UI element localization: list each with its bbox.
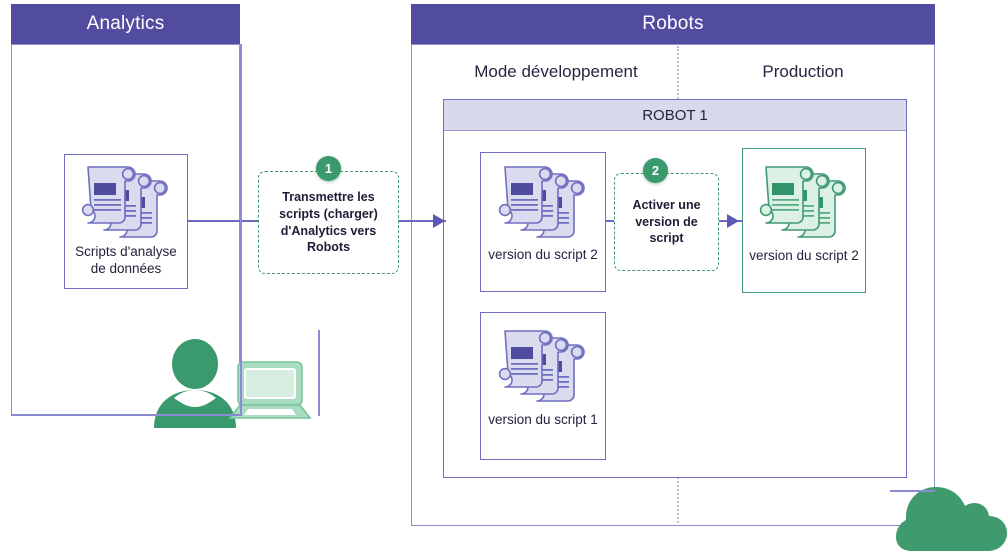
step-2-number: 2 (651, 163, 660, 178)
card-script-v1-dev-label: version du script 1 (488, 412, 598, 427)
analytics-panel-bottom-edge (11, 414, 241, 416)
arrow-step2-to-production (727, 214, 739, 228)
user-person-icon (150, 338, 240, 433)
triple-document-scroll-icon (493, 325, 593, 412)
analytics-panel-header: Analytics (11, 4, 240, 44)
triple-document-scroll-icon (754, 161, 854, 248)
arrow-step1-to-robots (433, 214, 445, 228)
robots-panel-title: Robots (642, 13, 704, 34)
card-script-v2-prod[interactable]: version du script 2 (742, 148, 866, 293)
card-script-v2-dev[interactable]: version du script 2 (480, 152, 606, 292)
robot-1-label: ROBOT 1 (642, 106, 708, 124)
column-caption-development: Mode développement (474, 62, 638, 81)
step-2-text: Activer une version de script (632, 197, 701, 246)
card-label-line-2: de données (90, 260, 162, 276)
card-script-v2-dev-label: version du script 2 (488, 247, 598, 262)
robot-1-band: ROBOT 1 (444, 100, 906, 131)
step-2-badge: 2 (643, 158, 668, 183)
triple-document-scroll-icon (76, 163, 176, 246)
step-1-box[interactable]: Transmettre les scripts (charger) d'Anal… (258, 171, 399, 274)
card-script-v2-prod-label: version du script 2 (749, 248, 859, 263)
column-caption-production: Production (762, 62, 844, 81)
card-analytics-scripts-label: Scripts d'analyse de données (75, 244, 177, 278)
card-label-line-1: Scripts d'analyse (75, 244, 177, 259)
connector-analytics-to-step1 (188, 220, 260, 222)
connector-laptop-riser (318, 330, 320, 416)
step-1-text: Transmettre les scripts (charger) d'Anal… (279, 189, 378, 255)
analytics-panel-right-edge (240, 44, 242, 416)
card-analytics-scripts[interactable]: Scripts d'analyse de données (64, 154, 188, 289)
cloud-icon (896, 483, 1008, 558)
triple-document-scroll-icon (493, 162, 593, 247)
connector-devcard-to-step2 (606, 220, 616, 222)
laptop-icon (228, 360, 312, 427)
step-1-badge: 1 (316, 156, 341, 181)
robots-panel-header: Robots (411, 4, 935, 44)
step-2-box[interactable]: Activer une version de script (614, 173, 719, 271)
card-script-v1-dev[interactable]: version du script 1 (480, 312, 606, 460)
connector-step1-to-robots (399, 220, 446, 222)
connector-robots-to-cloud (890, 490, 935, 492)
analytics-panel-title: Analytics (86, 13, 165, 34)
step-1-number: 1 (324, 161, 333, 176)
